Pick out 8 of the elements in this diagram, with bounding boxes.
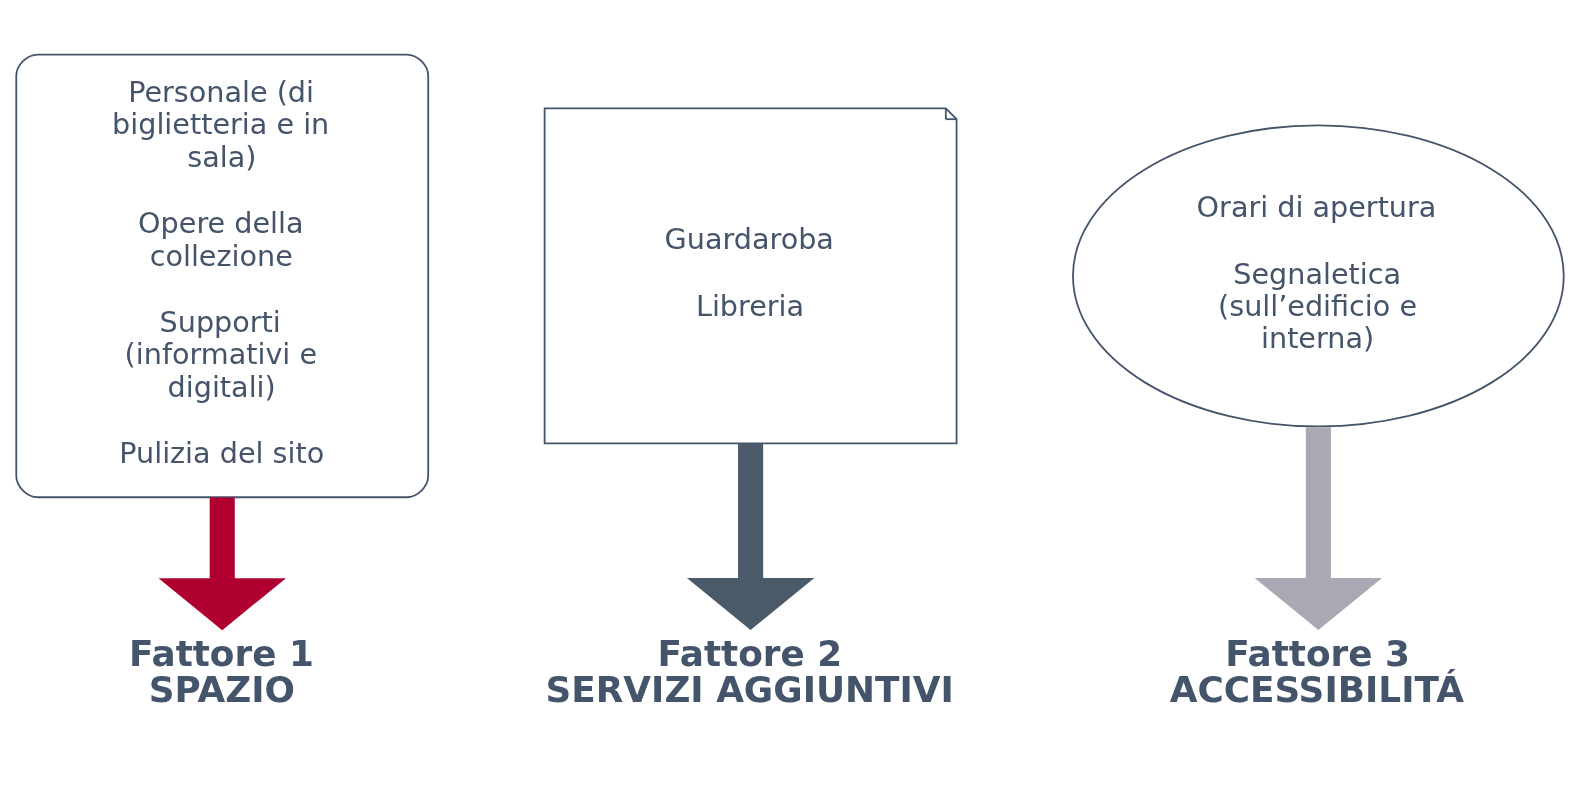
arrow xyxy=(686,443,815,630)
arrow xyxy=(158,497,286,631)
node-ellipse: Orari di apertura Segnaletica (sull’edificio e interna) xyxy=(1072,124,1565,428)
node-text: Fattore 2 SERVIZI AGGIUNTIVI xyxy=(545,632,954,710)
node-text: Fattore 3 ACCESSIBILITÁ xyxy=(1169,632,1464,710)
arrow xyxy=(1254,427,1383,630)
node-box: Personale (di biglietteria e in sala) Opere della collezione Supporti (informativi e digitali) Pulizia del sito xyxy=(15,53,430,499)
node-text: Fattore 1 SPAZIO xyxy=(129,632,314,710)
